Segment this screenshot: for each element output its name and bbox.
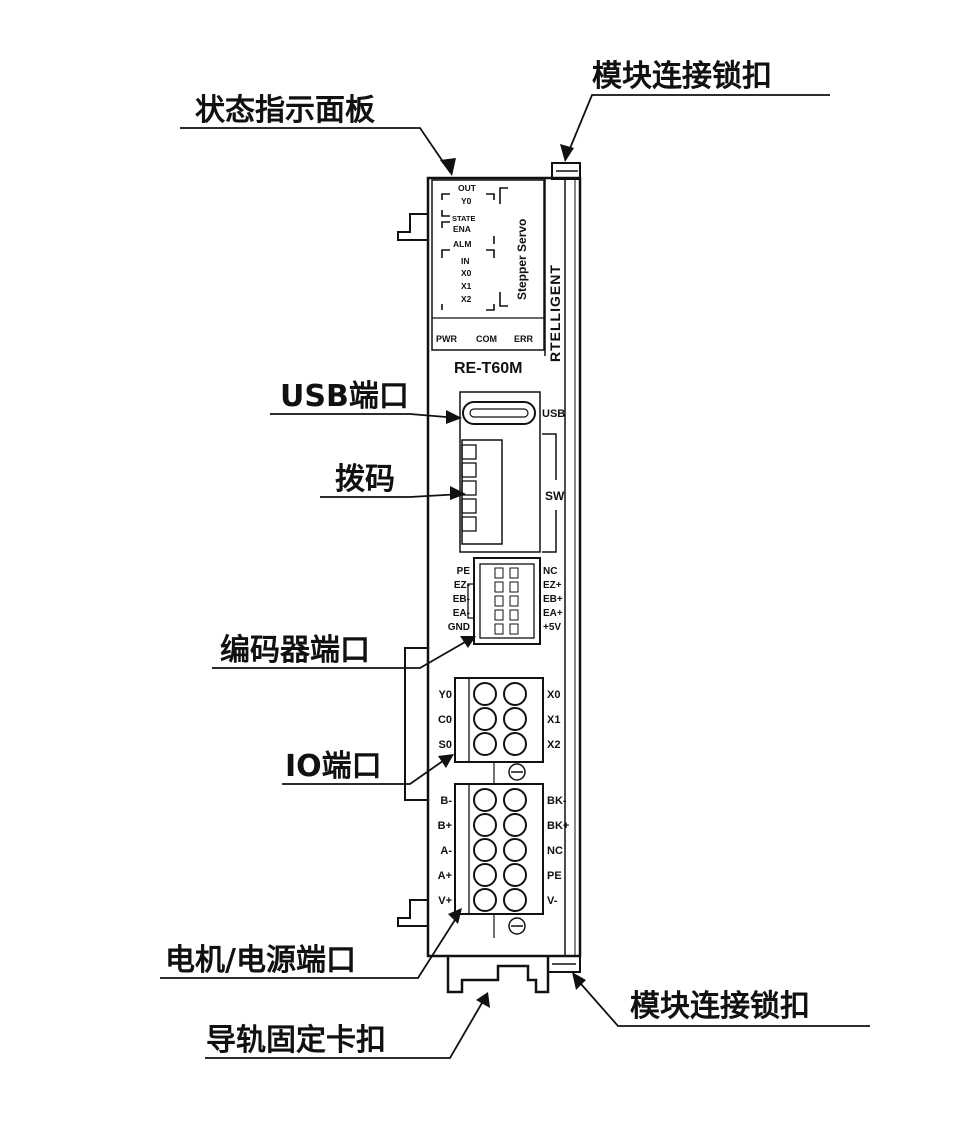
io-terminal-holes xyxy=(473,682,527,756)
dip-switches xyxy=(461,444,477,532)
power-left-pin-1: B- xyxy=(440,795,452,807)
ind-x2: X2 xyxy=(461,294,472,304)
callout-module-lock-bottom: 模块连接锁扣 xyxy=(630,989,810,1024)
din-clip-bottom xyxy=(397,899,428,927)
enc-left-pin-1: PE xyxy=(457,566,471,577)
product-line-text: Stepper Servo xyxy=(515,219,529,300)
ind-x0: X0 xyxy=(461,268,472,278)
callout-module-lock-top: 模块连接锁扣 xyxy=(592,59,772,94)
enc-right-pin-4: EA+ xyxy=(543,608,563,619)
callout-rail-clip: 导轨固定卡扣 xyxy=(206,1023,386,1058)
callout-encoder-port: 编码器端口 xyxy=(220,633,370,668)
device-body: OUT Y0 STATE ENA ALM IN X0 X1 X2 Stepper… xyxy=(397,162,582,994)
ind-out: OUT xyxy=(458,183,477,193)
din-clip-top xyxy=(397,213,428,241)
io-left-pin-2: C0 xyxy=(438,714,452,726)
callout-dip-switch: 拨码 xyxy=(335,462,395,497)
sw-text: SW xyxy=(545,489,565,503)
ind-y0: Y0 xyxy=(461,196,472,206)
power-left-pin-5: V+ xyxy=(438,895,452,907)
usb-sw-area xyxy=(459,391,541,553)
power-left-pin-2: B+ xyxy=(438,820,452,832)
status-panel xyxy=(431,179,545,351)
power-right-pin-3: NC xyxy=(547,845,563,857)
side-bracket xyxy=(404,647,428,801)
power-right-pin-4: PE xyxy=(547,870,562,882)
leader-lines xyxy=(160,94,870,1059)
enc-left-pin-4: EA- xyxy=(453,608,470,619)
io-right-pin-2: X1 xyxy=(547,714,560,726)
encoder-connector xyxy=(473,557,541,645)
ind-x1: X1 xyxy=(461,281,472,291)
ind-pwr: PWR xyxy=(436,334,457,344)
enc-right-pin-2: EZ+ xyxy=(543,580,562,591)
enc-left-pin-3: EB- xyxy=(453,594,470,605)
io-right-pin-3: X2 xyxy=(547,739,560,751)
ind-err: ERR xyxy=(514,334,534,344)
encoder-pins xyxy=(494,567,519,635)
power-right-pin-5: V- xyxy=(547,895,558,907)
enc-left-pin-5: GND xyxy=(448,622,470,633)
io-right-pin-1: X0 xyxy=(547,689,560,701)
enc-right-pin-3: EB+ xyxy=(543,594,563,605)
power-right-pin-1: BK- xyxy=(547,795,567,807)
ind-in: IN xyxy=(461,256,470,266)
leader-arrowheads xyxy=(438,144,586,1008)
enc-left-pin-2: EZ- xyxy=(454,580,470,591)
enc-right-pin-5: +5V xyxy=(543,622,561,633)
ind-ena: ENA xyxy=(453,224,471,234)
housing xyxy=(426,176,582,958)
dip-switch-block xyxy=(461,439,503,545)
io-left-pin-3: S0 xyxy=(439,739,452,751)
usb-port-shape xyxy=(462,401,536,425)
model-text: RE-T60M xyxy=(454,360,522,377)
power-terminal xyxy=(454,783,544,915)
brand-text: RTELLIGENT xyxy=(547,264,563,362)
enc-right-pin-1: NC xyxy=(543,566,557,577)
callout-status-panel: 状态指示面板 xyxy=(195,93,375,128)
callout-io-port: IO端口 xyxy=(285,749,382,784)
bottom-screw-icon xyxy=(508,917,526,935)
screw-icon xyxy=(508,763,526,781)
io-terminal xyxy=(454,677,544,763)
usb-text: USB xyxy=(542,408,565,420)
callout-motor-power-port: 电机/电源端口 xyxy=(165,943,356,978)
ind-com: COM xyxy=(476,334,497,344)
power-terminal-holes xyxy=(473,788,527,912)
ind-alm: ALM xyxy=(453,239,471,249)
rail-clip-shape xyxy=(446,956,550,994)
top-lock-tab xyxy=(551,162,581,180)
power-right-pin-2: BK+ xyxy=(547,820,569,832)
power-left-pin-4: A+ xyxy=(438,870,452,882)
power-left-pin-3: A- xyxy=(440,845,452,857)
io-left-pin-1: Y0 xyxy=(439,689,452,701)
callout-usb-port: USB端口 xyxy=(280,379,409,414)
ind-state: STATE xyxy=(452,214,475,223)
